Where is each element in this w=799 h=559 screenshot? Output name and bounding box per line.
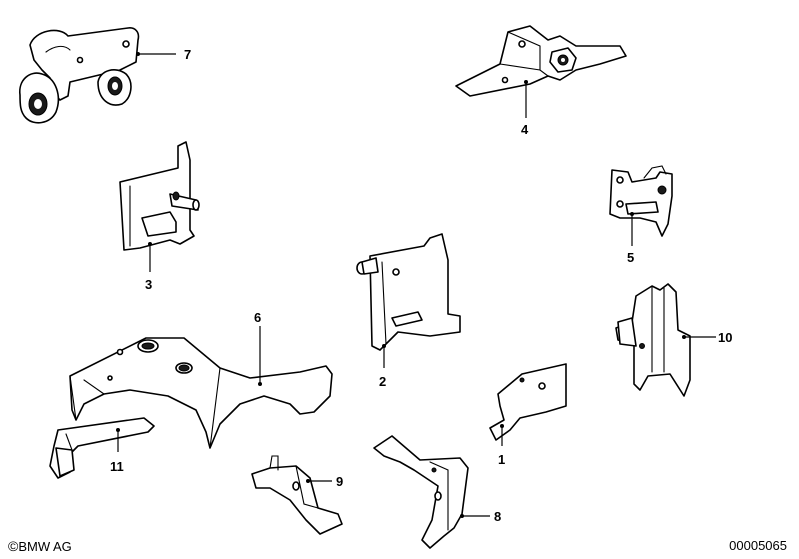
part-9-label: 9 xyxy=(336,474,343,489)
part-5-bracket xyxy=(609,165,673,237)
part-11-clip xyxy=(49,417,155,479)
part-9-bracket xyxy=(251,455,343,535)
part-4-plate xyxy=(455,25,627,97)
part-10-label: 10 xyxy=(718,330,732,345)
part-2-bracket xyxy=(356,233,461,351)
brand-text: BMW AG xyxy=(18,539,72,554)
part-4-label: 4 xyxy=(521,122,529,137)
part-2-label: 2 xyxy=(379,374,386,389)
part-3-bracket xyxy=(119,141,200,251)
copyright-notice: ©BMW AG xyxy=(8,538,72,554)
copyright-symbol: © xyxy=(8,538,19,554)
part-11-label: 11 xyxy=(110,459,124,474)
part-6-bracket xyxy=(69,337,333,449)
part-8-label: 8 xyxy=(494,509,501,524)
part-6-label: 6 xyxy=(254,310,261,325)
part-10-bracket xyxy=(615,283,691,397)
part-1-label: 1 xyxy=(498,452,505,467)
part-8-bracket xyxy=(373,435,469,549)
part-1-plate xyxy=(489,363,567,441)
drawing-number: 00005065 xyxy=(729,538,787,553)
part-7-bracket xyxy=(19,27,140,124)
part-5-label: 5 xyxy=(627,250,634,265)
part-3-label: 3 xyxy=(145,277,152,292)
part-7-label: 7 xyxy=(184,47,191,62)
